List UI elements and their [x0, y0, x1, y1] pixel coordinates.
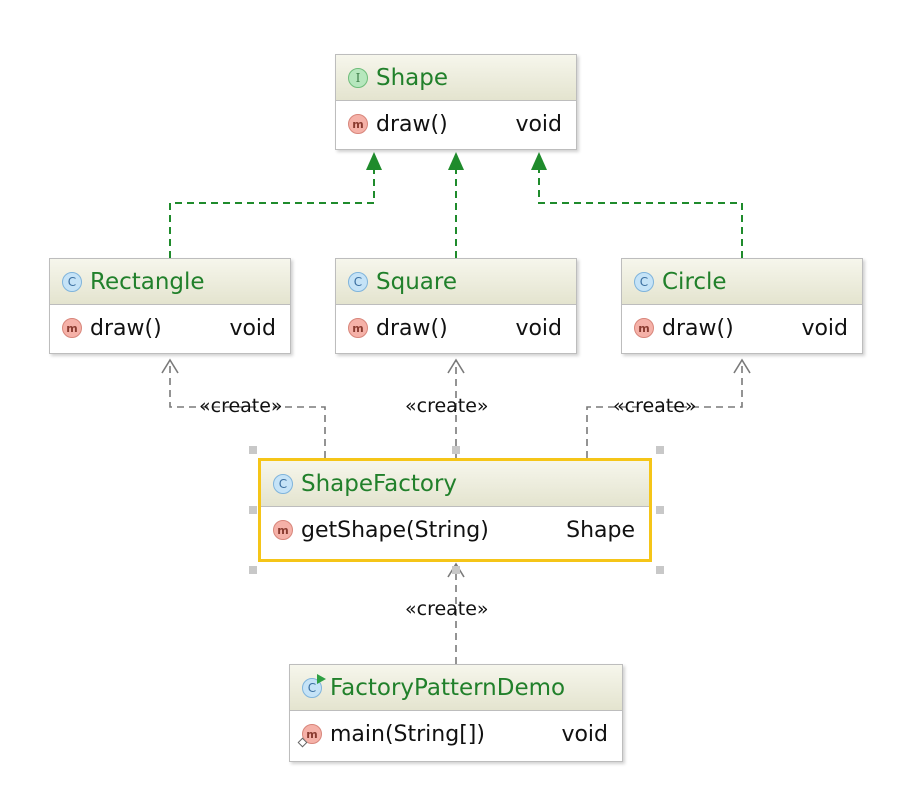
factorypatterndemo-class-node[interactable]: C FactoryPatternDemo m main(String[]) vo… [289, 664, 623, 762]
selection-handle[interactable] [656, 566, 664, 574]
class-icon: C [62, 271, 82, 292]
node-header: C FactoryPatternDemo [290, 665, 622, 711]
runnable-class-icon: C [302, 673, 326, 698]
class-icon: C [348, 271, 368, 292]
node-name: FactoryPatternDemo [330, 674, 566, 701]
create-label-circle: «create» [613, 395, 697, 417]
method-name: draw() [376, 111, 448, 137]
method-return-type: void [515, 111, 562, 137]
implements-circle-shape [531, 152, 743, 258]
create-factory-circle [586, 358, 751, 458]
shapefactory-class-node[interactable]: C ShapeFactory m getShape(String) Shape [258, 458, 652, 562]
node-header: I Shape [336, 55, 576, 101]
selection-handle[interactable] [656, 506, 664, 514]
method-return-type: void [515, 315, 562, 341]
selection-handle[interactable] [452, 566, 460, 574]
implements-rectangle-shape [169, 152, 382, 258]
method-name: draw() [376, 315, 448, 341]
method-row[interactable]: m main(String[]) void [290, 711, 622, 757]
node-name: Square [376, 268, 457, 295]
create-demo-factory [447, 562, 465, 664]
static-method-icon: m [302, 724, 322, 744]
create-factory-square [447, 358, 465, 458]
method-return-type: Shape [566, 517, 635, 543]
method-row[interactable]: m draw() void [50, 305, 290, 351]
node-name: ShapeFactory [301, 470, 458, 497]
node-header: C Square [336, 259, 576, 305]
create-label-square: «create» [405, 395, 489, 417]
circle-class-node[interactable]: C Circle m draw() void [621, 258, 863, 354]
method-icon: m [62, 318, 82, 338]
rectangle-class-node[interactable]: C Rectangle m draw() void [49, 258, 291, 354]
method-row[interactable]: m getShape(String) Shape [261, 507, 649, 553]
node-name: Rectangle [90, 268, 205, 295]
method-icon: m [348, 318, 368, 338]
node-name: Circle [662, 268, 727, 295]
method-name: getShape(String) [301, 517, 489, 543]
square-class-node[interactable]: C Square m draw() void [335, 258, 577, 354]
selection-handle[interactable] [249, 506, 257, 514]
interface-icon: I [348, 67, 368, 88]
selection-handle[interactable] [249, 566, 257, 574]
method-icon: m [273, 520, 293, 540]
class-icon: C [273, 473, 293, 494]
node-name: Shape [376, 64, 449, 91]
shape-interface-node[interactable]: I Shape m draw() void [335, 54, 577, 150]
method-icon: m [348, 114, 368, 134]
create-factory-rectangle [161, 358, 326, 458]
method-return-type: void [229, 315, 276, 341]
method-name: draw() [662, 315, 734, 341]
selection-handle[interactable] [249, 446, 257, 454]
create-label-factory: «create» [405, 598, 489, 620]
method-row[interactable]: m draw() void [622, 305, 862, 351]
method-name: main(String[]) [330, 721, 485, 747]
method-name: draw() [90, 315, 162, 341]
node-header: C Rectangle [50, 259, 290, 305]
method-row[interactable]: m draw() void [336, 305, 576, 351]
selection-handle[interactable] [656, 446, 664, 454]
node-header: C ShapeFactory [261, 461, 649, 507]
selection-handle[interactable] [452, 446, 460, 454]
method-row[interactable]: m draw() void [336, 101, 576, 147]
method-icon: m [634, 318, 654, 338]
implements-square-shape [448, 152, 464, 258]
class-icon: C [634, 271, 654, 292]
method-return-type: void [561, 721, 608, 747]
node-header: C Circle [622, 259, 862, 305]
create-label-rectangle: «create» [199, 395, 283, 417]
method-return-type: void [801, 315, 848, 341]
